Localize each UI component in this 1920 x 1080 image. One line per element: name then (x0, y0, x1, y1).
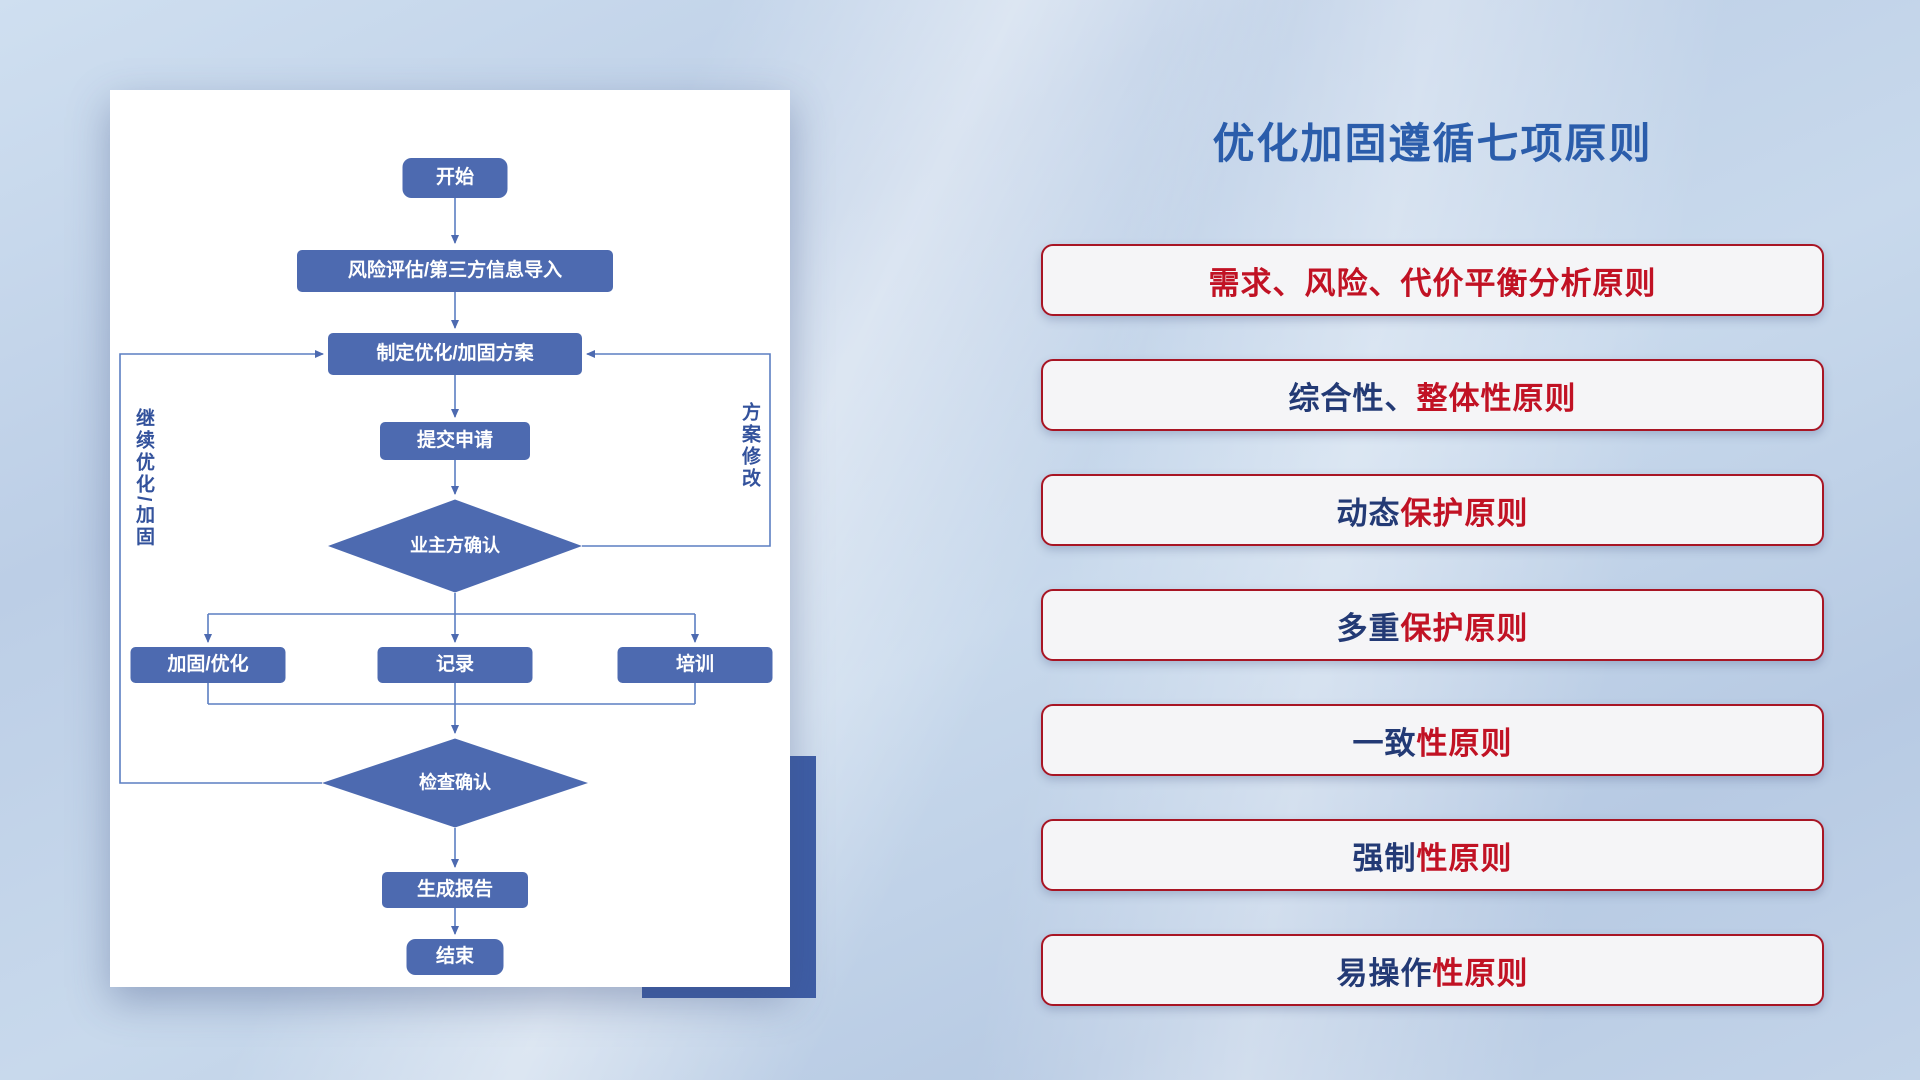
flow-node-gen-report: 生成报告 (382, 872, 528, 908)
principle-item-5: 一致性原则 (1041, 704, 1824, 776)
principle-text-red: 性原则 (1416, 725, 1513, 761)
loop-label-continue-optimize: 继续优化/加固 (133, 408, 154, 549)
principle-text-blue: 易操作 (1336, 955, 1433, 991)
principle-text-red: 保护原则 (1400, 610, 1529, 646)
flow-node-end: 结束 (406, 939, 504, 975)
flow-node-make-plan: 制定优化/加固方案 (328, 333, 582, 375)
panel-title: 优化加固遵循七项原则 (1212, 120, 1653, 167)
principle-text-blue: 多重 (1336, 610, 1401, 646)
principles-panel: 优化加固遵循七项原则 需求、风险、代价平衡分析原则 综合性、整体性原则 动态保护… (1041, 118, 1824, 1006)
principle-text-blue: 动态 (1336, 495, 1401, 531)
flow-node-harden-optimize: 加固/优化 (130, 647, 286, 683)
principle-item-2: 综合性、整体性原则 (1041, 359, 1824, 431)
flowchart: 开始 风险评估/第三方信息导入 制定优化/加固方案 提交申请 业主方确认 加固/… (110, 90, 790, 987)
principle-text-blue: 强制 (1352, 840, 1417, 876)
flow-node-start: 开始 (402, 158, 508, 198)
principle-text-red: 需求、风险、代价平衡分析原则 (1208, 265, 1657, 301)
principle-item-7: 易操作性原则 (1041, 934, 1824, 1006)
principle-item-3: 动态保护原则 (1041, 474, 1824, 546)
principle-text-red: 性原则 (1432, 955, 1529, 991)
principle-item-1: 需求、风险、代价平衡分析原则 (1041, 244, 1824, 316)
principles-list: 需求、风险、代价平衡分析原则 综合性、整体性原则 动态保护原则 多重保护原则 一… (1041, 244, 1824, 1006)
connector-loop-plan-revision (582, 350, 771, 547)
principle-text-red: 保护原则 (1400, 495, 1529, 531)
flow-node-record: 记录 (377, 647, 533, 683)
principle-item-6: 强制性原则 (1041, 819, 1824, 891)
flow-node-risk-import: 风险评估/第三方信息导入 (297, 250, 613, 292)
loop-label-plan-revision: 方案修改 (739, 402, 760, 490)
principle-item-4: 多重保护原则 (1041, 589, 1824, 661)
connector-loop-continue-optimize (119, 350, 324, 784)
flow-node-training: 培训 (617, 647, 773, 683)
principle-text-blue: 一致 (1352, 725, 1417, 761)
principle-text-red: 整体性原则 (1416, 380, 1577, 416)
flowchart-connectors (119, 198, 771, 935)
principle-text-red: 性原则 (1416, 840, 1513, 876)
principle-text-blue: 综合性、 (1288, 380, 1417, 416)
flowchart-card: 开始 风险评估/第三方信息导入 制定优化/加固方案 提交申请 业主方确认 加固/… (110, 90, 790, 987)
flow-node-submit: 提交申请 (380, 422, 530, 460)
